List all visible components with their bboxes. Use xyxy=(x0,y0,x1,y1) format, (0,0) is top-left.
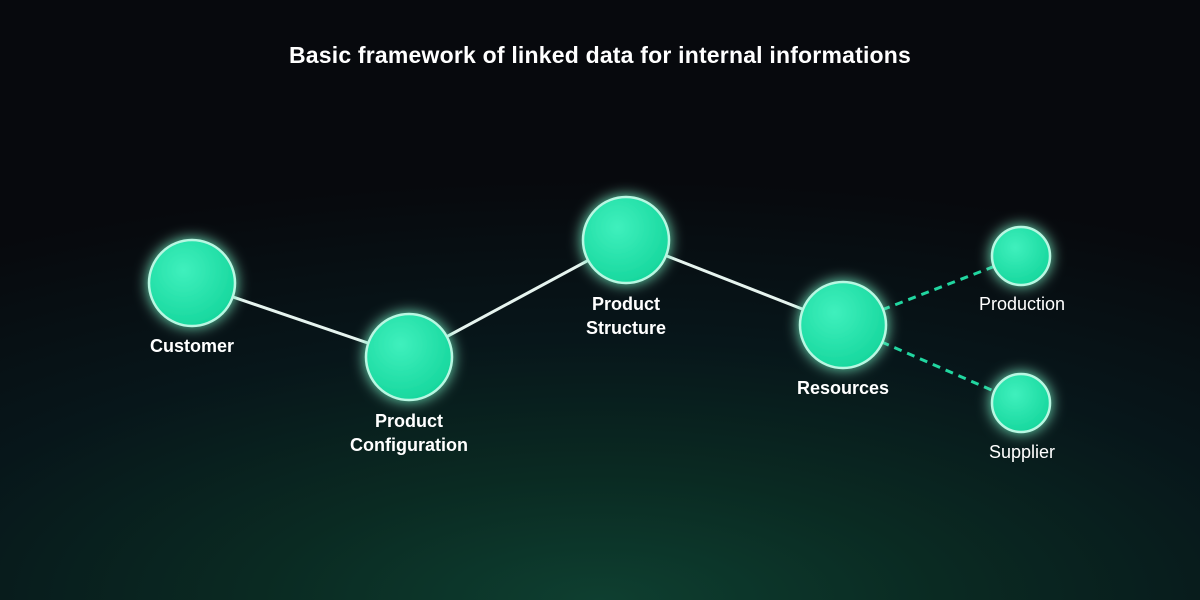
label-customer: Customer xyxy=(149,336,235,356)
node-resources xyxy=(798,280,888,370)
node-supplier xyxy=(990,372,1052,434)
label-product-configuration: Product Configuration xyxy=(350,411,468,455)
label-resources: Resources xyxy=(796,378,890,398)
node-customer xyxy=(147,238,237,328)
label-supplier: Supplier xyxy=(988,442,1056,462)
node-product-structure xyxy=(581,195,671,285)
label-production: Production xyxy=(978,294,1066,314)
node-production xyxy=(990,225,1052,287)
diagram-title: Basic framework of linked data for inter… xyxy=(288,42,912,68)
node-product-configuration xyxy=(364,312,454,402)
label-product-structure: Product Structure xyxy=(585,294,667,338)
